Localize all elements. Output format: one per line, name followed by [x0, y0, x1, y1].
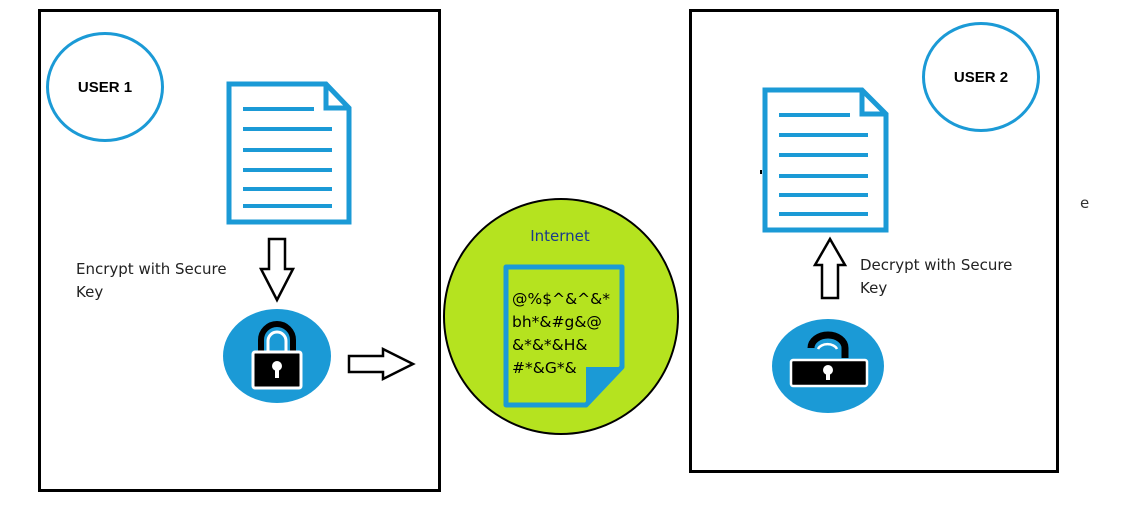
encrypt-label-line1: Encrypt with Secure	[76, 260, 227, 278]
ciphertext-block: @%$^&^&* bh*&#g&@ &*&*&H& #*&G*&	[512, 288, 622, 380]
user-1-label: USER 1	[77, 78, 133, 96]
encrypt-label: Encrypt with Secure Key	[76, 258, 246, 304]
stray-mark	[760, 170, 762, 174]
down-arrow-icon	[258, 237, 296, 303]
sender-document-icon	[226, 81, 352, 225]
user-1-circle: USER 1	[46, 32, 164, 142]
user-2-circle: USER 2	[922, 22, 1040, 132]
locked-padlock-icon	[223, 309, 331, 403]
stray-text: e	[1080, 194, 1090, 212]
right-arrow-icon	[347, 346, 416, 382]
encrypt-label-line2: Key	[76, 283, 104, 301]
unlocked-padlock-icon	[772, 319, 884, 413]
cipher-line: bh*&#g&@	[512, 313, 602, 331]
up-arrow-icon	[812, 236, 848, 300]
user-2-label: USER 2	[953, 68, 1009, 86]
receiver-document-icon	[762, 87, 889, 233]
cipher-line: &*&*&H&	[512, 336, 588, 354]
encrypted-document-icon	[503, 264, 625, 408]
internet-title: Internet	[530, 227, 590, 245]
decrypt-label-line1: Decrypt with Secure	[860, 256, 1013, 274]
decrypt-label-line2: Key	[860, 279, 888, 297]
cipher-line: #*&G*&	[512, 359, 577, 377]
cipher-line: @%$^&^&*	[512, 290, 610, 308]
internet-circle	[443, 198, 679, 435]
decrypt-label: Decrypt with Secure Key	[860, 254, 1030, 300]
